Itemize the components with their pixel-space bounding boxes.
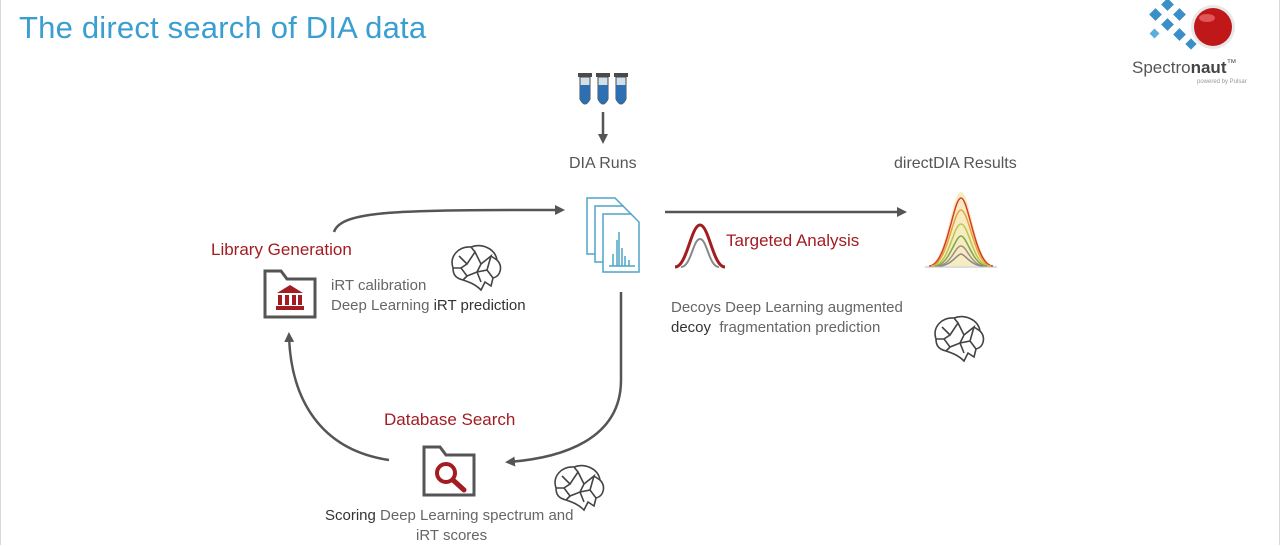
dia-runs-label: DIA Runs <box>569 155 637 172</box>
logo-subtitle: powered by Pulsar <box>1197 79 1247 85</box>
test-tubes-icon <box>578 73 628 105</box>
targeted-analysis-label: Targeted Analysis <box>726 231 860 250</box>
database-search-label: Database Search <box>384 410 516 429</box>
brain-icon <box>934 315 985 363</box>
logo-wordmark: Spectronaut™ <box>1132 58 1237 77</box>
slide-title: The direct search of DIA data <box>19 10 427 45</box>
library-folder-icon <box>263 269 317 319</box>
arrow-runs-to-database <box>505 292 623 467</box>
decoys-line2: decoy fragmentation prediction <box>671 319 881 336</box>
scoring-line1: Scoring Deep Learning spectrum and <box>325 507 574 524</box>
decoys-line1: Decoys Deep Learning augmented <box>671 299 903 316</box>
arrow-database-to-library <box>284 332 390 462</box>
peak-icon <box>674 223 726 269</box>
documents-icon <box>586 197 640 273</box>
search-folder-icon <box>422 445 476 497</box>
scoring-line2: iRT scores <box>416 527 488 544</box>
spectronaut-logo-icon <box>1149 0 1235 50</box>
library-generation-label: Library Generation <box>211 240 352 259</box>
brain-icon <box>451 244 502 292</box>
library-desc-line2: Deep Learning iRT prediction <box>331 297 526 314</box>
brain-icon <box>554 464 605 512</box>
arrow-library-to-runs <box>332 205 565 233</box>
chromatogram-icon <box>925 192 997 268</box>
results-label: directDIA Results <box>894 155 1017 172</box>
library-desc-line1: iRT calibration <box>331 277 427 294</box>
